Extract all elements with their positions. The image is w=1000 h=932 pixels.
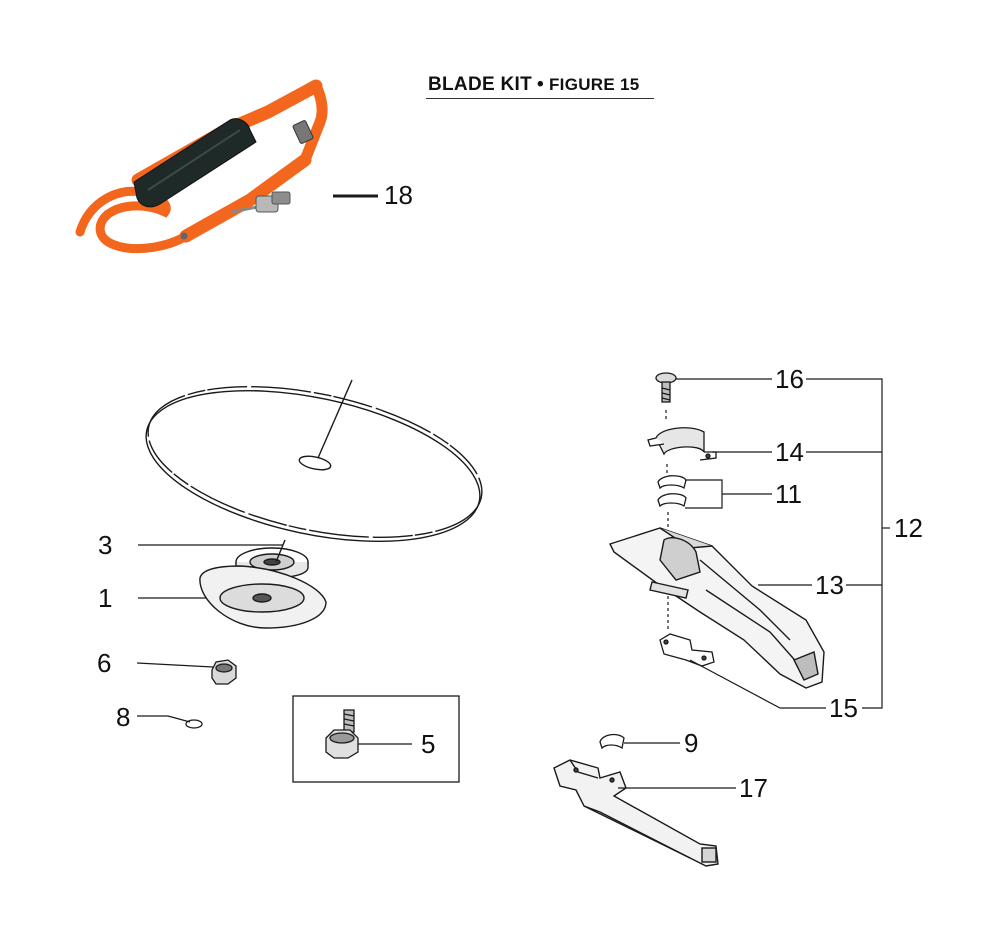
spacers-part-11 bbox=[657, 475, 687, 508]
bracket-11 bbox=[685, 479, 723, 509]
pin-part-8 bbox=[167, 715, 203, 729]
clip-part-9 bbox=[599, 733, 625, 750]
callout-14: 14 bbox=[775, 437, 804, 467]
clamp-part-15 bbox=[659, 633, 715, 667]
arm-part-17 bbox=[553, 759, 719, 867]
callout-17: 17 bbox=[739, 773, 768, 803]
title-figure-number: FIGURE 15 bbox=[548, 75, 640, 94]
callout-3: 3 bbox=[98, 530, 113, 560]
leader-15 bbox=[689, 659, 826, 709]
blade-disc bbox=[145, 379, 483, 543]
clamp-part-14 bbox=[647, 427, 717, 461]
bolt-detail-box bbox=[292, 695, 460, 783]
screw-part-16 bbox=[655, 372, 677, 403]
leader-6 bbox=[136, 662, 214, 668]
bracket-12 bbox=[806, 378, 883, 709]
callout-16: 16 bbox=[775, 364, 804, 394]
nut-part-6 bbox=[211, 659, 237, 685]
callout-6: 6 bbox=[97, 648, 112, 678]
callout-18: 18 bbox=[384, 180, 413, 210]
figure-title: BLADE KIT•FIGURE 15 bbox=[428, 74, 640, 96]
callout-1: 1 bbox=[98, 583, 113, 613]
guard-part-13 bbox=[609, 527, 825, 689]
harness-strap bbox=[75, 79, 328, 254]
callout-5: 5 bbox=[421, 729, 436, 759]
cup-part-1 bbox=[199, 565, 327, 629]
callout-11: 11 bbox=[775, 479, 802, 509]
title-separator: • bbox=[537, 74, 544, 95]
callout-15: 15 bbox=[829, 693, 858, 723]
callout-13: 13 bbox=[815, 570, 844, 600]
bolt-part-5 bbox=[325, 709, 359, 759]
title-main: BLADE KIT bbox=[428, 74, 533, 95]
callout-12: 12 bbox=[894, 513, 923, 543]
callout-8: 8 bbox=[116, 702, 131, 732]
callout-9: 9 bbox=[684, 728, 699, 758]
title-underline bbox=[426, 98, 654, 99]
